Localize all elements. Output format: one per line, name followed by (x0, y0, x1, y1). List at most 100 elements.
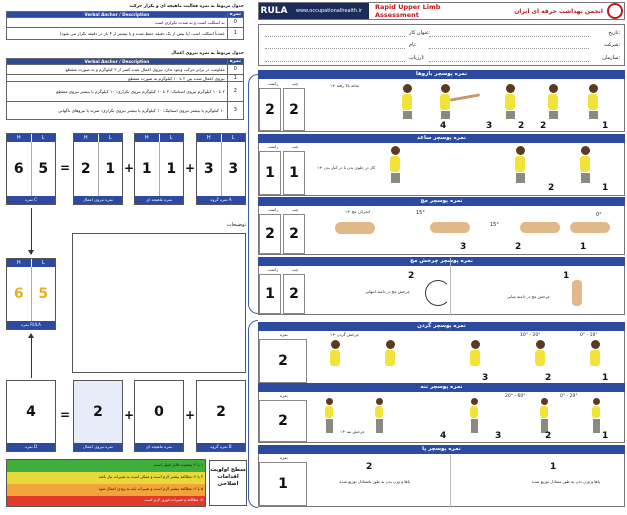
forearm-left-score[interactable]: 1 (283, 151, 305, 195)
name-field[interactable]: نام: (409, 42, 417, 48)
wrist-title: نمره پوسچر مچ (258, 197, 625, 206)
neck-score[interactable]: 2 (259, 339, 307, 383)
title-fa: انجمن بهداشت حرفه ای ایران (514, 7, 603, 15)
group-a-l[interactable]: 3 (220, 142, 246, 196)
figure (588, 84, 598, 119)
figure (535, 340, 545, 366)
notes-label: توضیحات (226, 222, 246, 228)
trunk-title: نمره پوسچر تنه (258, 383, 625, 392)
figure (385, 340, 395, 366)
legs-title: نمره پوسچر پا (258, 445, 625, 454)
org-field[interactable]: سازمان: (602, 55, 620, 61)
plus-sign: + (124, 408, 135, 422)
table-row: نیروی اعمال شده بین ۲ تا ۱۰ کیلوگرم به ص… (6, 74, 245, 82)
job-field[interactable]: عنوان کار: (409, 30, 431, 36)
plus-sign: + (124, 161, 135, 175)
upper-arm-title: نمره پوسچر بازوها (258, 70, 625, 79)
site-url[interactable]: www.occupationalhealth.ir (289, 3, 369, 19)
figure (505, 84, 515, 119)
wrist-twist-title: نمره پوسچر چرخش مچ (258, 257, 625, 266)
arrow-up (31, 336, 32, 378)
force-h[interactable]: 2 (80, 161, 91, 177)
date-field[interactable]: تاریخ: (608, 30, 620, 36)
wrist-twist-left-score[interactable]: 2 (283, 274, 305, 314)
force-table-title: جدول مربوط به نمره نیروی اعمال (171, 51, 244, 56)
group-a-h[interactable]: 3 (203, 161, 214, 177)
hand-drawing (430, 222, 470, 233)
brand-logo: RULA (259, 3, 289, 19)
legs-score[interactable]: 1 (259, 462, 307, 506)
wrist-rotation-drawing (425, 280, 451, 306)
figure (390, 146, 400, 183)
action-level-1: ۱ یا ۲: وضعیت قابل قبول است (7, 460, 205, 472)
neck-title: نمره پوسچر گردن (258, 322, 625, 331)
upper-arm-left-score[interactable]: 2 (283, 88, 305, 131)
company-field[interactable]: شرکت: (604, 42, 620, 48)
figure (325, 398, 333, 433)
bracket-b (248, 320, 258, 508)
activity-table-title: جدول مربوط به نمره فعالیت ماهیچه ای و تک… (129, 4, 244, 9)
wrist-rotation-drawing (572, 280, 582, 306)
plus-sign: + (185, 161, 196, 175)
arrow-down-head (28, 250, 34, 255)
figure (590, 340, 600, 366)
title-en: Rapid Upper Limb Assessment (375, 3, 441, 19)
forearm-right-score[interactable]: 1 (259, 151, 281, 195)
wrist-right-score[interactable]: 2 (259, 214, 281, 254)
muscle-h[interactable]: 1 (141, 161, 152, 177)
wrist-twist-right-score[interactable]: 1 (259, 274, 281, 314)
score-d-box: 4 نمره D (6, 380, 56, 452)
figure (592, 398, 600, 433)
bracket-a (248, 74, 258, 314)
score-d-value[interactable]: 4 (26, 404, 36, 420)
notes-area[interactable] (72, 233, 246, 373)
table-row: عمدتاً اسکلت است (یا بیش از یک دقیقه حفظ… (6, 27, 245, 40)
equals-sign: = (60, 161, 71, 175)
org-logo-icon (607, 3, 623, 19)
action-level-2: ۳ یا ۴: مطالعه بیشتر لازم است و ممکن است… (7, 472, 205, 484)
arrow-up-head (28, 333, 34, 338)
trunk-score[interactable]: 2 (259, 400, 307, 442)
score-c-h[interactable]: 6 (13, 161, 24, 177)
action-title: سطح اولویت اقدامات اصلاحی (209, 460, 247, 506)
rula-l[interactable]: 5 (30, 267, 56, 321)
force-score-box-2: 2 نمره نیروی اعمال (73, 380, 123, 452)
neck-section (258, 322, 625, 384)
figure (440, 84, 450, 119)
table-row: ۲ تا ۱۰ کیلوگرم نیروی استاتیک؛ ۲ تا ۱۰ ک… (6, 81, 245, 102)
force2-value[interactable]: 2 (93, 404, 103, 420)
muscle2-value[interactable]: 0 (154, 404, 164, 420)
action-level-4: ۷: مطالعه و تغییرات فوری لازم است (7, 496, 205, 506)
force-l[interactable]: 1 (97, 142, 123, 196)
legs-section (258, 445, 625, 507)
forearm-section (258, 134, 625, 196)
upper-arm-right-score[interactable]: 2 (259, 88, 281, 131)
table-row: ۱۰ کیلوگرم یا بیشتر نیروی استاتیک؛ ۱۰ کی… (6, 101, 245, 120)
hand-drawing (570, 222, 610, 233)
table-row: مقاومت در برابر حرکت وجود ندارد نیروی اع… (6, 64, 245, 75)
rula-h[interactable]: 6 (13, 286, 24, 302)
group-b-value[interactable]: 2 (216, 404, 226, 420)
figure (330, 340, 340, 366)
wrist-left-score[interactable]: 2 (283, 214, 305, 254)
hand-drawing (520, 222, 560, 233)
score-c-l[interactable]: 5 (30, 142, 56, 196)
figure (470, 340, 480, 366)
figure (548, 84, 558, 119)
figure (540, 398, 548, 433)
plus-sign: + (185, 408, 196, 422)
figure (580, 146, 590, 183)
arrow-down (31, 208, 32, 254)
forearm-title: نمره پوسچر ساعد (258, 134, 625, 143)
muscle-l[interactable]: 1 (158, 142, 184, 196)
assessor-field[interactable]: ارزیاب: (409, 55, 425, 61)
figure (375, 398, 383, 433)
muscle-score-box-2: 0 نمره ماهیچه ای (134, 380, 184, 452)
